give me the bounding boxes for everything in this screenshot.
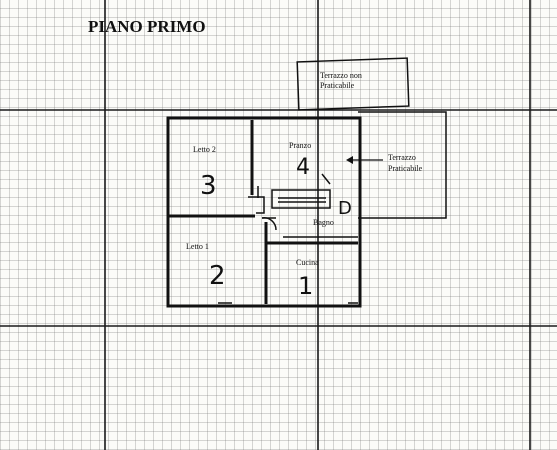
room-letto1-number: 2 bbox=[209, 261, 226, 291]
terrace-non-praticabile-label-line1: Terrazzo non bbox=[320, 71, 362, 80]
plan-title: PIANO PRIMO bbox=[88, 17, 206, 36]
terrace-non-praticabile-label-line2: Praticabile bbox=[320, 81, 355, 90]
room-cucina-label: Cucina bbox=[296, 258, 319, 267]
room-letto2-label: Letto 2 bbox=[193, 145, 216, 154]
terrace-arrow bbox=[346, 156, 383, 164]
room-bagno-number: D bbox=[338, 198, 352, 219]
room-pranzo-label: Pranzo bbox=[289, 141, 311, 150]
room-pranzo-number: 4 bbox=[296, 155, 310, 180]
room-letto1-label: Letto 1 bbox=[186, 242, 209, 251]
terrace-praticabile-label-line1: Terrazzo bbox=[388, 153, 416, 162]
terrace-praticabile-outline bbox=[358, 111, 447, 219]
room-bagno-label: Bagno bbox=[313, 218, 334, 227]
room-cucina-number: 1 bbox=[298, 272, 313, 300]
terrace-non-praticabile-outline bbox=[296, 57, 410, 111]
apartment-walls bbox=[166, 116, 362, 308]
terrace-praticabile-label-line2: Praticabile bbox=[388, 164, 423, 173]
room-letto2-number: 3 bbox=[200, 171, 217, 201]
